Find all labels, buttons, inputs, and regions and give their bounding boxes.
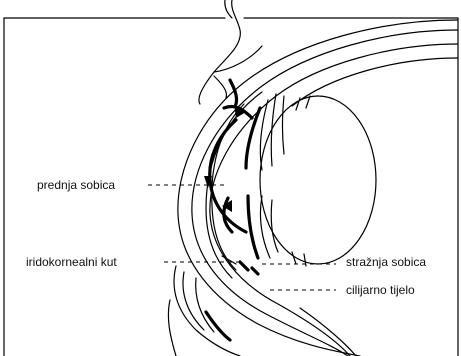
lens xyxy=(260,96,376,264)
lower-eyelid xyxy=(168,266,240,356)
angle-marks xyxy=(222,256,258,274)
upper-eyelid xyxy=(199,0,262,104)
label-anterior-chamber: prednja sobica xyxy=(37,178,115,192)
label-ciliary-body: cilijarno tijelo xyxy=(346,283,415,297)
leader-lines xyxy=(148,185,336,290)
label-iridocorneal-angle: iridokornealni kut xyxy=(26,255,117,269)
label-posterior-chamber: stražnja sobica xyxy=(346,255,426,269)
zonule-lines xyxy=(292,96,310,266)
